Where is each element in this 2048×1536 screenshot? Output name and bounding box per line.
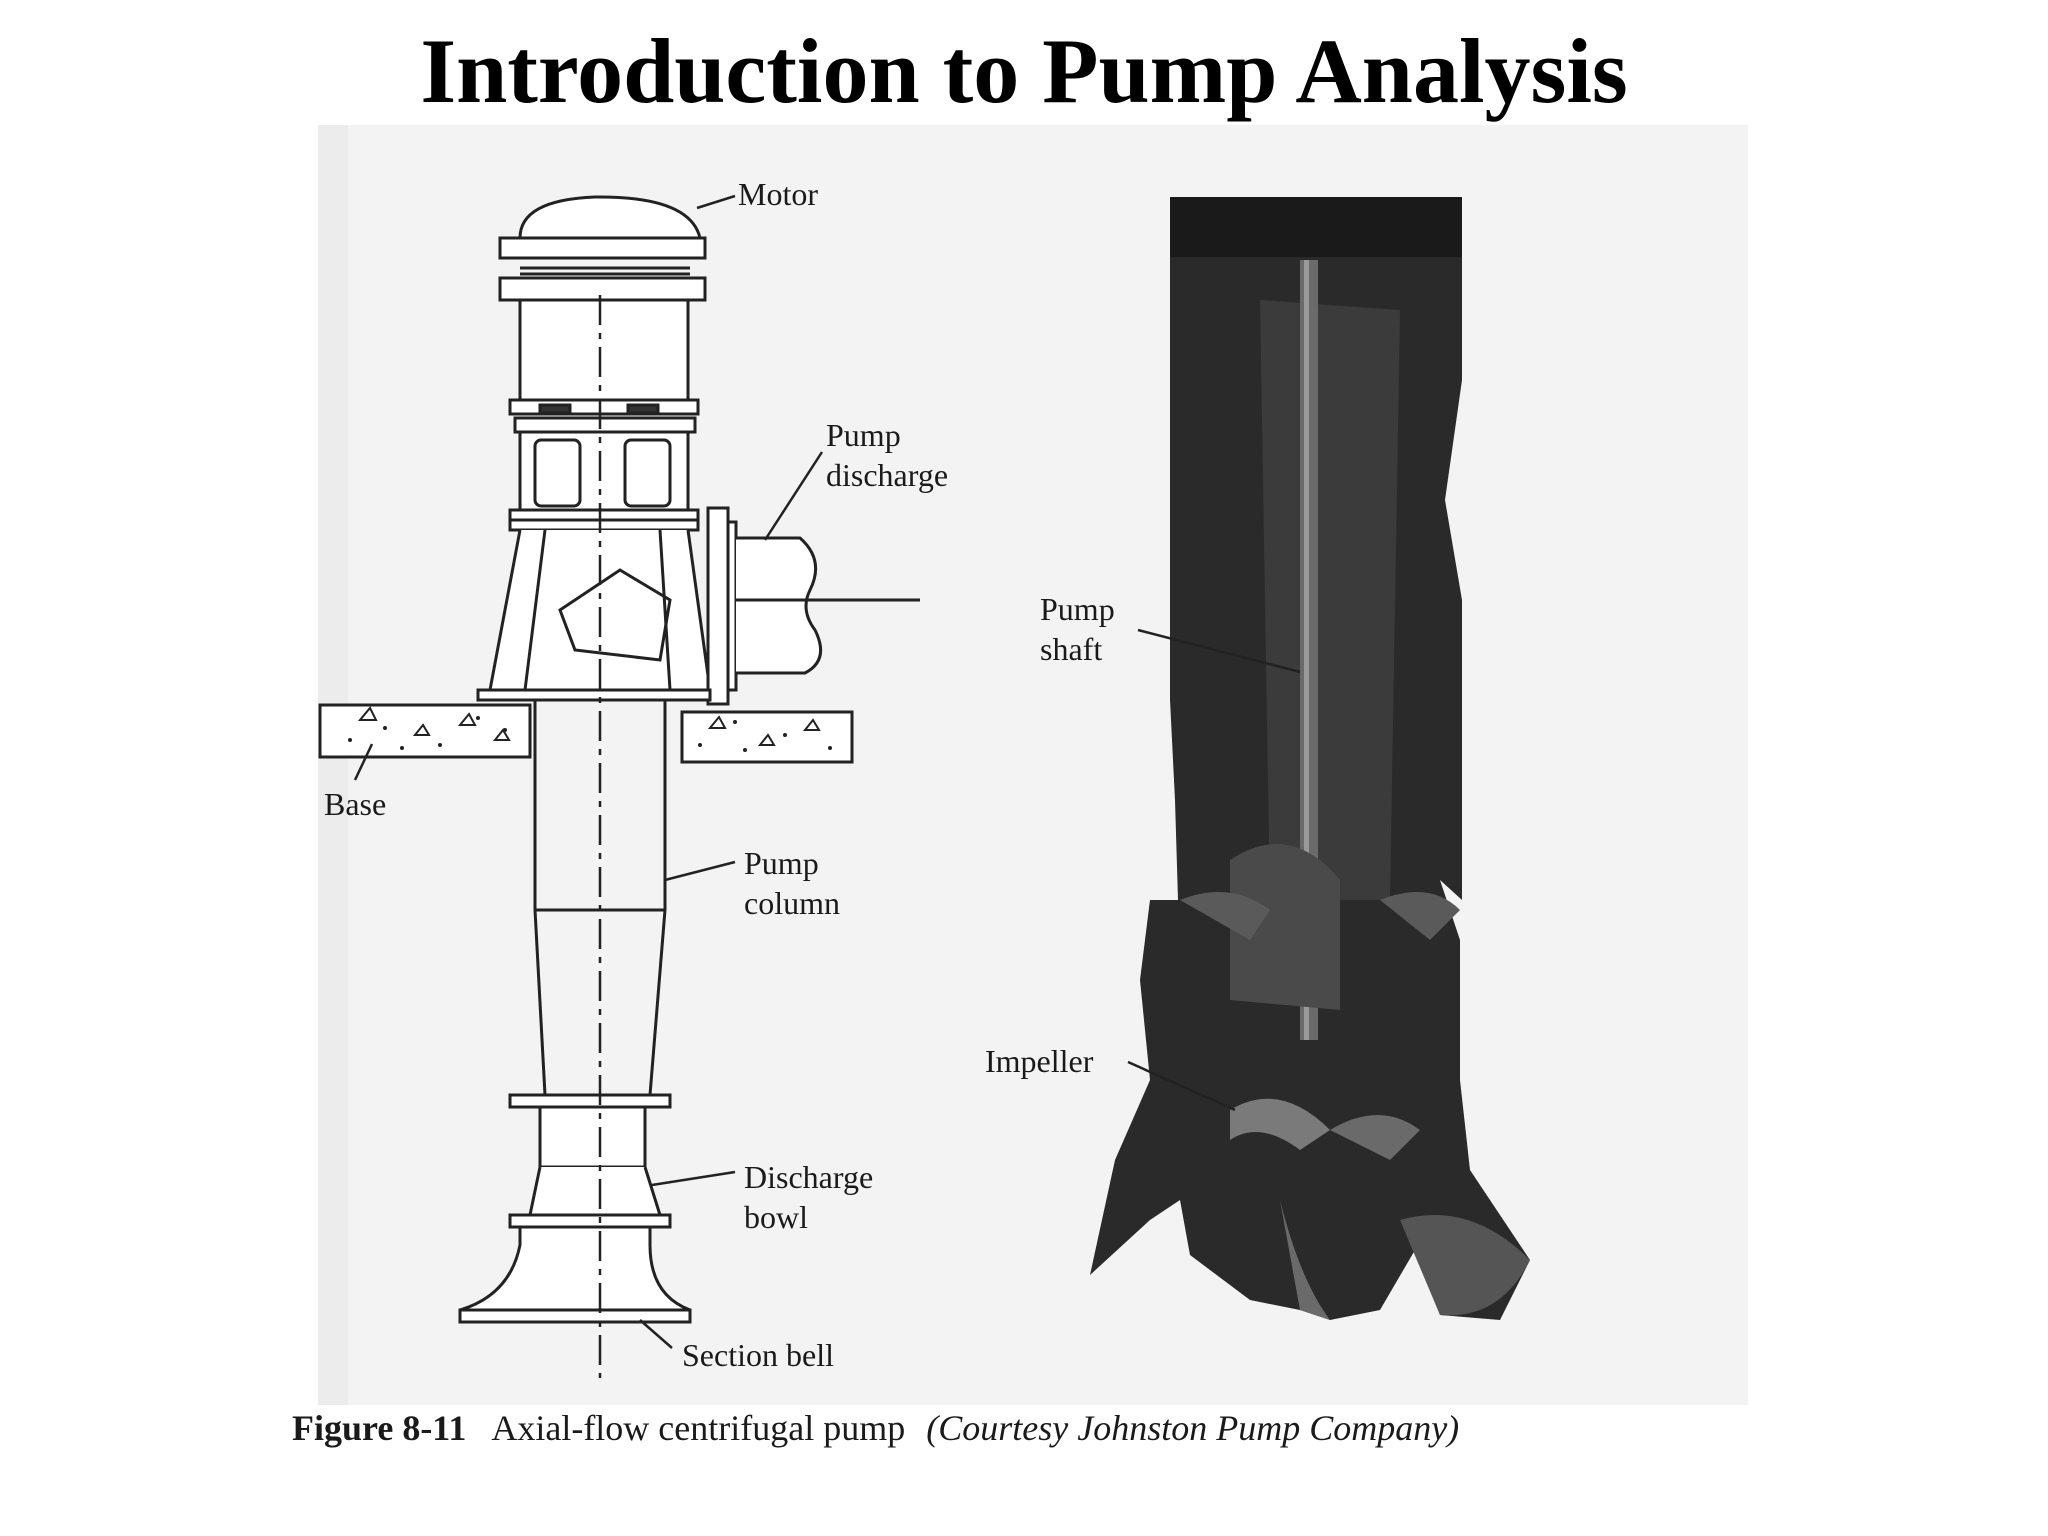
motor-stand	[518, 430, 690, 516]
base-slab-right	[680, 710, 854, 764]
label-pump-discharge-1: Pump	[826, 417, 901, 453]
label-pump-column-1: Pump	[744, 845, 819, 881]
discharge-flange	[706, 506, 730, 706]
photo-rim	[1170, 197, 1462, 257]
motor-band-1	[498, 236, 707, 260]
slide-title: Introduction to Pump Analysis	[420, 20, 1628, 122]
left-leader-lines	[353, 194, 824, 1349]
caption-credit: (Courtesy Johnston Pump Company)	[926, 1408, 1459, 1448]
label-discharge-bowl-2: bowl	[744, 1199, 808, 1235]
figure-caption: Figure 8-11 Axial-flow centrifugal pump …	[292, 1408, 1459, 1448]
pump-line-drawing	[318, 195, 920, 1378]
label-pump-discharge-2: discharge	[826, 457, 948, 493]
scan-page-left	[318, 125, 348, 1405]
discharge-bowl	[538, 1105, 647, 1169]
label-pump-shaft-1: Pump	[1040, 591, 1115, 627]
caption-text: Axial-flow centrifugal pump	[491, 1408, 905, 1448]
right-leader-lines	[1127, 628, 1301, 1112]
label-pump-shaft-2: shaft	[1040, 631, 1102, 667]
motor-cap	[518, 195, 702, 240]
label-section-bell: Section bell	[682, 1337, 834, 1373]
label-motor: Motor	[738, 176, 818, 212]
motor-band-2	[498, 276, 707, 302]
label-impeller: Impeller	[985, 1043, 1094, 1079]
caption-figure-number: Figure 8-11	[292, 1408, 466, 1448]
motor-body	[518, 298, 690, 412]
photo-impeller	[1230, 1098, 1330, 1150]
label-pump-column-2: column	[744, 885, 840, 921]
label-discharge-bowl-1: Discharge	[744, 1159, 873, 1195]
discharge-pipe	[736, 536, 823, 675]
base-slab-left	[318, 703, 532, 759]
label-base: Base	[324, 786, 386, 822]
pump-cutaway-photo	[1090, 197, 1530, 1320]
